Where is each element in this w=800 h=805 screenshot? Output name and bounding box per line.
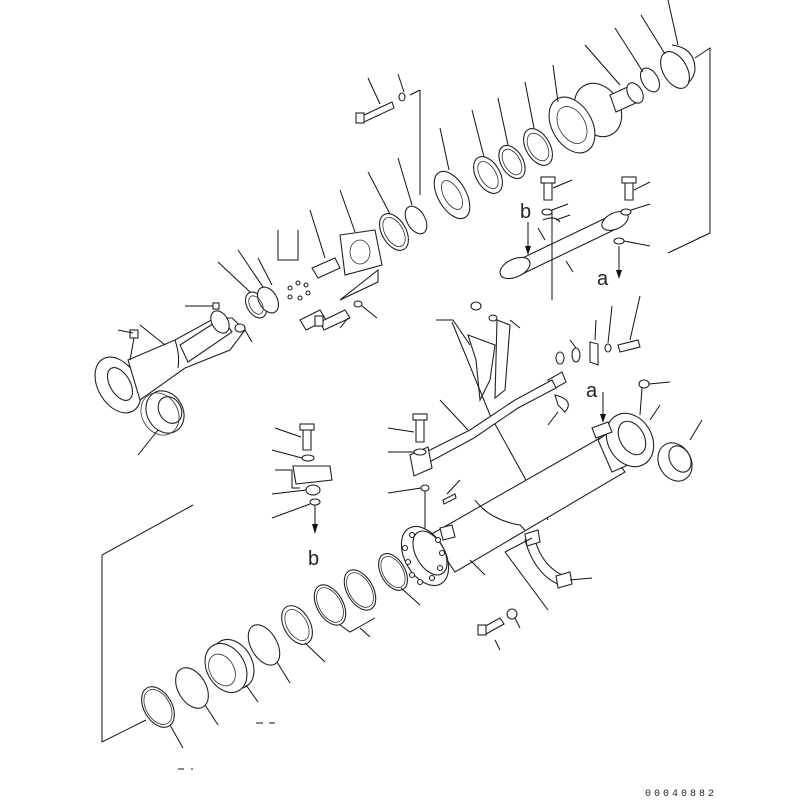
pipe-assembly: b a — [499, 176, 651, 300]
drawing-number: 00040882 — [645, 789, 718, 800]
clamp-parts — [436, 295, 641, 521]
flange-bolt-holes — [401, 531, 446, 586]
reference-label-a-top: a — [597, 268, 609, 290]
cylinder-tube: a — [400, 379, 703, 587]
rod-assembly — [94, 73, 428, 456]
reference-label-b-bottom: b — [308, 548, 319, 570]
tube-end-fasteners — [387, 413, 461, 535]
ball-set — [287, 280, 311, 301]
gland-assembly — [433, 0, 711, 254]
support-bracket — [477, 529, 593, 651]
piston-seal-group — [101, 504, 421, 770]
left-clamp-parts: b — [271, 423, 333, 570]
reference-label-b-top: b — [520, 201, 531, 223]
reference-label-a-mid: a — [586, 380, 598, 402]
